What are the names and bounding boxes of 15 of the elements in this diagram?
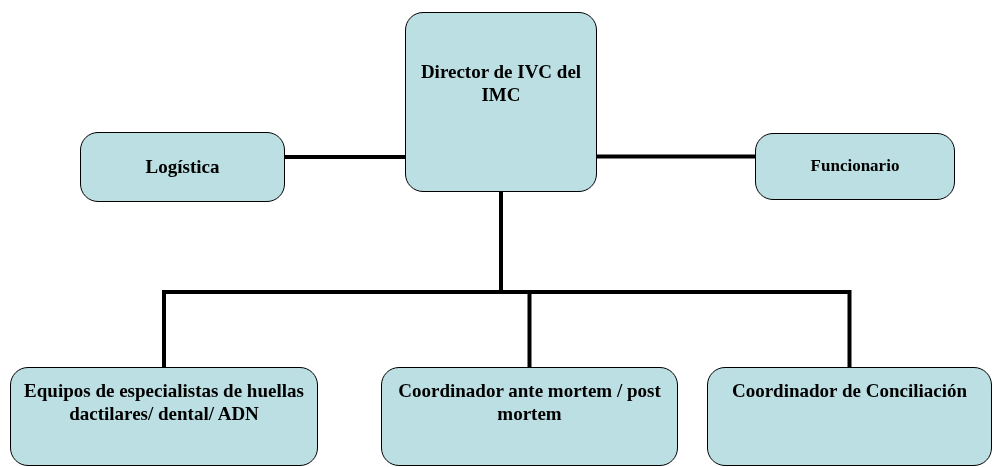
box-label: Equipos de especialistas de huellas dactilares/ dental/ ADN	[23, 380, 305, 426]
org-box	[10, 367, 318, 466]
box-label: Coordinador de Conciliación	[731, 380, 968, 403]
box-label: Logística	[145, 155, 220, 179]
box-label: Coordinador ante mortem / post mortem	[397, 380, 662, 426]
connector-line	[597, 154, 755, 159]
connector-line	[285, 155, 405, 159]
org-box	[381, 367, 678, 466]
org-box	[707, 367, 992, 466]
org-box	[405, 12, 597, 192]
box-label: Funcionario	[810, 156, 900, 177]
box-label: Director de IVC del IMC	[419, 61, 583, 107]
org-box	[80, 132, 285, 202]
org-box	[755, 133, 955, 200]
connector-line	[499, 192, 852, 367]
